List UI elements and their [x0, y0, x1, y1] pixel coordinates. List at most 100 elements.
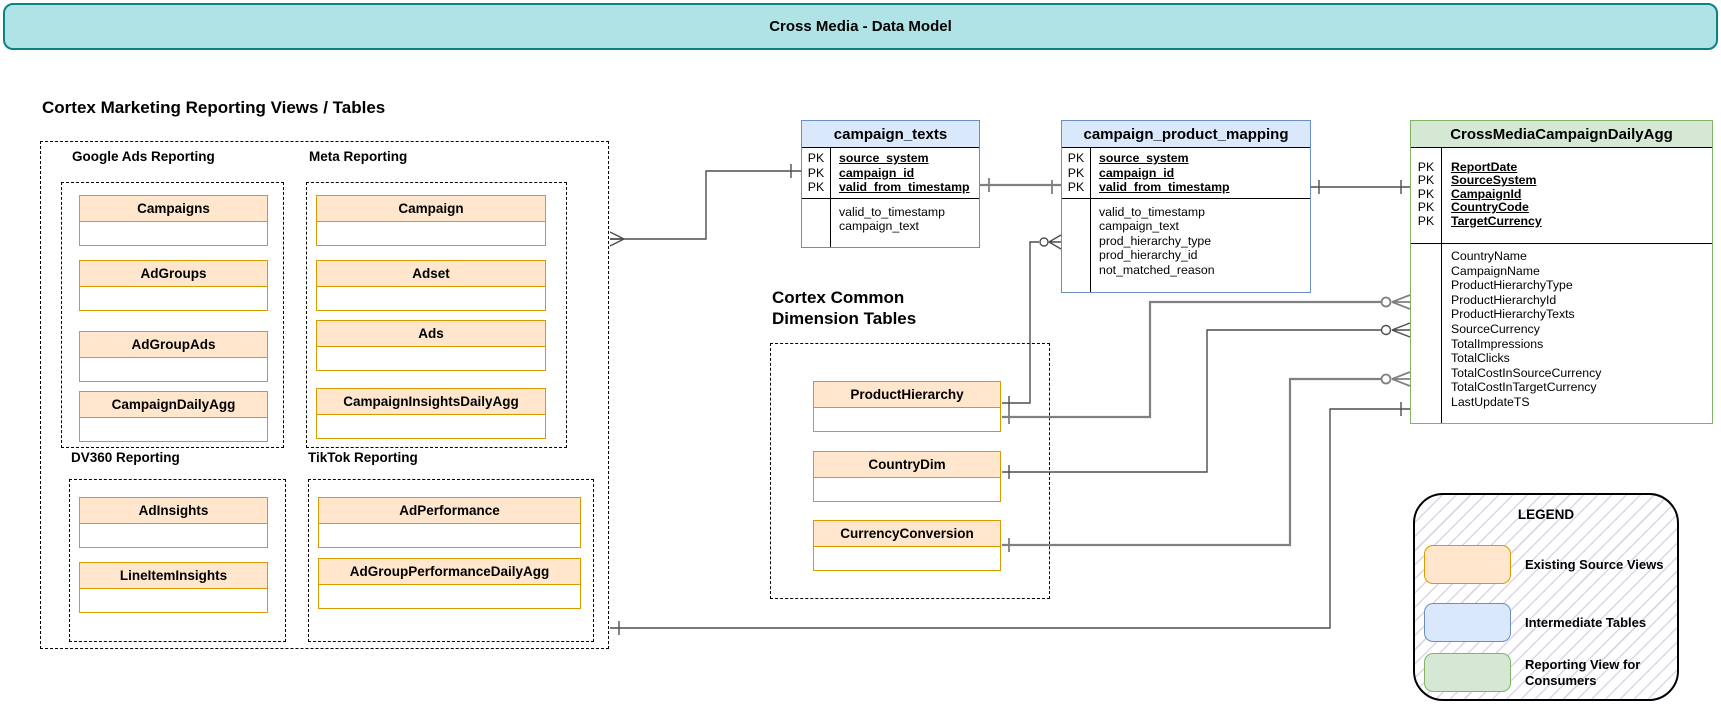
field: source_system [839, 151, 929, 165]
field: campaign_id [1099, 165, 1175, 180]
pk-divider [1441, 147, 1442, 423]
field: campaign_id [839, 165, 915, 180]
entity-title: AdGroupPerformanceDailyAgg [349, 564, 550, 579]
pk-fields: source_system campaign_id valid_from_tim… [1099, 147, 1230, 195]
diagram-title: Cross Media - Data Model [769, 18, 952, 35]
table-title: campaign_product_mapping [1062, 121, 1310, 148]
group-label-tiktok: TikTok Reporting [308, 450, 418, 465]
group-box-google-ads [61, 182, 284, 448]
many-marker [609, 231, 625, 247]
entity-header: AdGroups [80, 261, 267, 287]
entity-title: AdInsights [138, 503, 209, 518]
entity-adset: Adset [316, 260, 546, 311]
field: LastUpdateTS [1451, 394, 1530, 409]
connector-countrydim-to-crossmedia [1002, 322, 1411, 479]
zero-marker [1380, 373, 1392, 385]
table-campaign-texts: campaign_texts PK PK PK source_system ca… [801, 120, 980, 248]
zero-marker [1380, 324, 1392, 336]
entity-header: Campaign [317, 196, 545, 222]
field: ProductHierarchyType [1451, 278, 1573, 293]
entity-header: Adset [317, 261, 545, 287]
field: valid_from_timestamp [839, 180, 970, 195]
legend-title: LEGEND [1517, 507, 1575, 522]
field: CountryCode [1451, 200, 1529, 215]
entity-campaigninsightsdailyagg: CampaignInsightsDailyAgg [316, 388, 546, 439]
field: prod_hierarchy_type [1099, 233, 1212, 248]
entity-title: Campaigns [137, 201, 210, 216]
diagram-title-bar: Cross Media - Data Model [3, 3, 1718, 50]
entity-title: CampaignInsightsDailyAgg [343, 394, 519, 409]
fields: valid_to_timestamp campaign_text prod_hi… [1099, 198, 1215, 277]
pk-divider [830, 147, 831, 247]
entity-title: CampaignDailyAgg [111, 397, 236, 412]
field: ProductHierarchyTexts [1451, 307, 1575, 322]
field: TotalCostInSourceCurrency [1451, 365, 1602, 380]
group-box-dv360 [69, 479, 286, 642]
entity-title: AdGroups [140, 266, 207, 281]
marketing-section-heading: Cortex Marketing Reporting Views / Table… [42, 98, 386, 117]
pk-label: PK [807, 180, 825, 195]
fields: valid_to_timestamp campaign_text [839, 198, 945, 234]
legend-label: Existing Source Views [1525, 557, 1664, 572]
group-box-meta [306, 182, 567, 448]
entity-header: CampaignDailyAgg [80, 392, 267, 418]
legend-label: Intermediate Tables [1525, 615, 1647, 630]
entity-title: LineItemInsights [119, 568, 228, 583]
many-marker [1391, 294, 1411, 310]
entity-title: Adset [412, 266, 450, 281]
entity-header: CampaignInsightsDailyAgg [317, 389, 545, 415]
section-divider [1062, 198, 1310, 199]
entity-countrydim: CountryDim [813, 451, 1001, 502]
entity-header: Ads [317, 321, 545, 347]
connector-currencyconversion-to-crossmedia [1002, 371, 1411, 552]
pk-label: PK [1417, 213, 1435, 228]
legend-label: Reporting View for Consumers [1525, 657, 1641, 688]
field: source_system [1099, 151, 1189, 165]
field: CampaignId [1451, 186, 1522, 201]
pk-labels: PK PK PK [1062, 147, 1090, 195]
pk-label: PK [807, 151, 825, 165]
field: campaign_text [1099, 219, 1179, 234]
pk-fields: ReportDate SourceSystem CampaignId Count… [1451, 147, 1542, 228]
legend: LEGEND Existing Source Views Intermediat… [1413, 493, 1679, 701]
entity-adgroups: AdGroups [79, 260, 268, 311]
pk-label: PK [1417, 160, 1435, 174]
pk-labels: PK PK PK PK PK [1411, 147, 1441, 228]
entity-title: CurrencyConversion [840, 526, 974, 541]
dimension-section-heading: Cortex Common Dimension Tables [772, 288, 917, 328]
entity-header: LineItemInsights [80, 563, 267, 589]
legend-swatch-reporting-view [1424, 653, 1511, 692]
entity-lineiteminsights: LineItemInsights [79, 562, 268, 613]
group-label-google-ads: Google Ads Reporting [72, 149, 215, 164]
group-box-tiktok [308, 479, 594, 642]
field: ReportDate [1451, 160, 1518, 174]
group-label-meta: Meta Reporting [309, 149, 408, 164]
zero-marker [1039, 237, 1049, 247]
field: TotalCostInTargetCurrency [1451, 380, 1597, 395]
one-marker [1318, 180, 1402, 194]
entity-campaign: Campaign [316, 195, 546, 246]
field: ProductHierarchyId [1451, 292, 1557, 307]
pk-label: PK [1067, 165, 1085, 180]
entity-adinsights: AdInsights [79, 497, 268, 548]
many-marker [1391, 371, 1411, 387]
field: prod_hierarchy_id [1099, 248, 1198, 263]
field: TotalImpressions [1451, 336, 1544, 351]
connector-producthierarchy-to-crossmedia [1002, 294, 1411, 424]
field: not_matched_reason [1099, 262, 1215, 277]
many-marker [1391, 322, 1411, 338]
entity-header: Campaigns [80, 196, 267, 222]
entity-adperformance: AdPerformance [318, 497, 581, 548]
entity-header: ProductHierarchy [814, 382, 1000, 408]
field: CampaignName [1451, 263, 1540, 278]
table-crossmediacampaigndailyagg: CrossMediaCampaignDailyAgg PK PK PK PK P… [1410, 120, 1713, 424]
pk-label: PK [1417, 200, 1435, 215]
entity-title: CountryDim [868, 457, 946, 472]
field: SourceCurrency [1451, 321, 1540, 336]
field: valid_to_timestamp [1099, 205, 1205, 219]
entity-adgroupperformancedailyagg: AdGroupPerformanceDailyAgg [318, 558, 581, 609]
table-title: campaign_texts [802, 121, 979, 148]
field: valid_to_timestamp [839, 205, 945, 219]
entity-header: AdInsights [80, 498, 267, 524]
